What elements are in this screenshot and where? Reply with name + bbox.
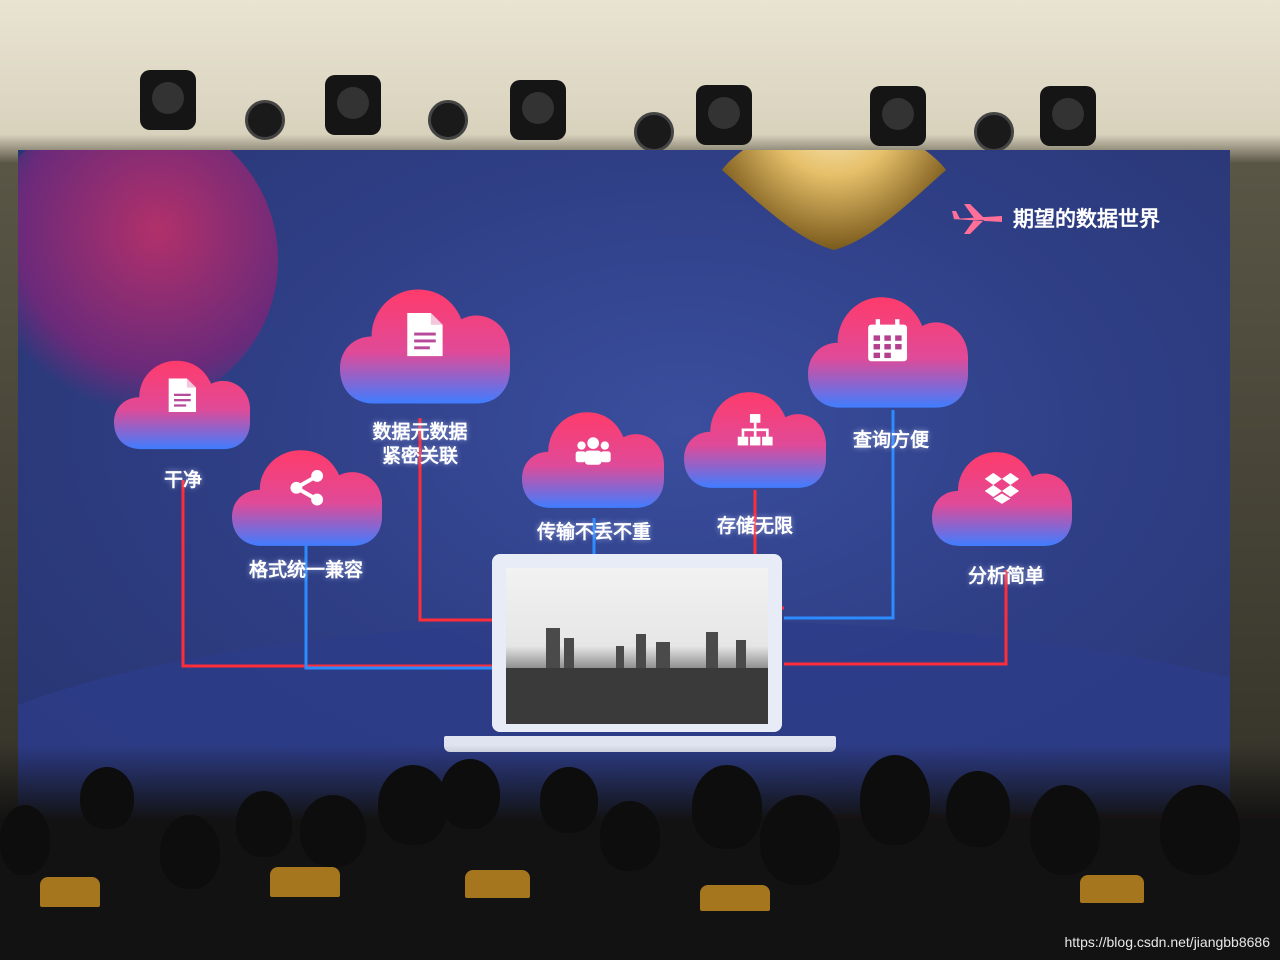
line-metadata [418, 418, 494, 622]
par-light [974, 112, 1014, 152]
document-icon [164, 377, 201, 413]
feature-label: 格式统一兼容 [248, 559, 363, 581]
par-light [634, 112, 674, 152]
users-icon [574, 430, 612, 470]
hierarchy-icon [736, 410, 774, 450]
line-query [784, 410, 895, 620]
share-icon [287, 468, 328, 508]
feature-cloud [232, 444, 382, 548]
feature-label: 查询方便 [852, 429, 929, 451]
city-skyline [506, 628, 768, 724]
stage-light [140, 70, 196, 130]
feature-label: 干净 [163, 469, 202, 491]
feature-cloud [340, 282, 510, 406]
par-light [245, 100, 285, 140]
laptop-screen [506, 568, 768, 724]
slide-title: 期望的数据世界 [1013, 207, 1160, 231]
feature-label: 传输不丢不重 [536, 521, 651, 543]
file-icon [402, 311, 448, 358]
stage-light [510, 80, 566, 140]
stage-light [1040, 86, 1096, 146]
watermark: https://blog.csdn.net/jiangbb8686 [1064, 934, 1271, 950]
audience [0, 745, 1280, 960]
feature-cloud [684, 386, 826, 490]
calendar-icon [866, 318, 909, 364]
feature-cloud [808, 290, 968, 410]
feature-label: 数据元数据 紧密关联 [372, 421, 468, 467]
line-format [304, 545, 508, 670]
airplane-icon [952, 204, 1002, 234]
feature-label: 分析简单 [967, 565, 1044, 587]
feature-cloud [114, 355, 250, 451]
stage-light [325, 75, 381, 135]
dropbox-icon [983, 469, 1021, 508]
laptop [492, 554, 782, 732]
par-light [428, 100, 468, 140]
projection-screen: 期望的数据世界 干净 格式统一兼容 [18, 150, 1230, 840]
feature-cloud [932, 446, 1072, 548]
feature-label: 存储无限 [716, 515, 793, 537]
stage-light [696, 85, 752, 145]
stage-light [870, 86, 926, 146]
line-clean [181, 480, 508, 668]
line-analysis [784, 570, 1008, 666]
chandelier [722, 150, 946, 250]
feature-cloud [522, 406, 664, 510]
